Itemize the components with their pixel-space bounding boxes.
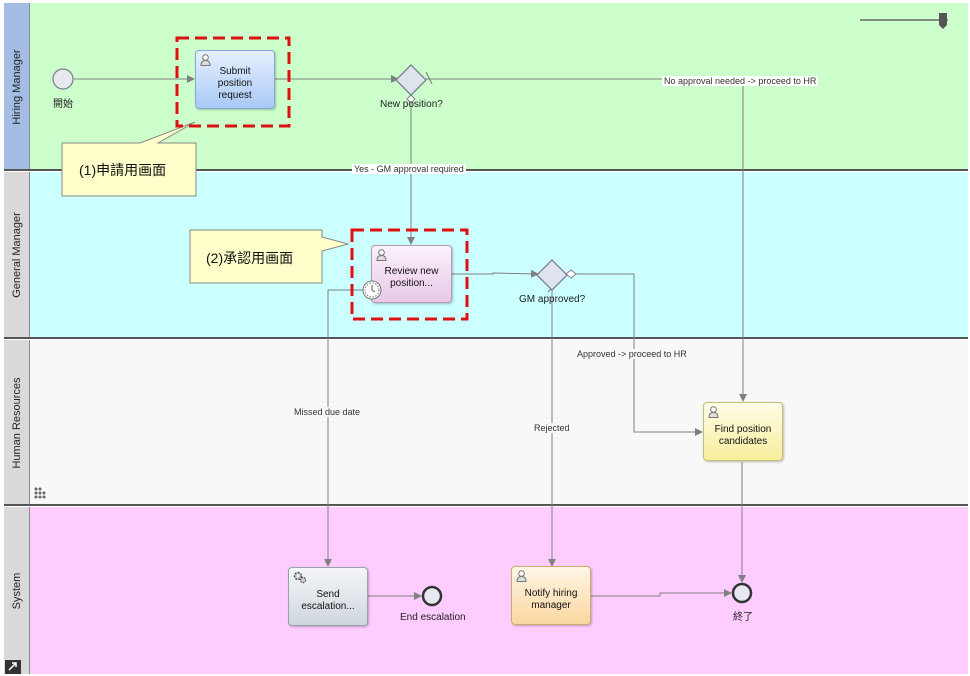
lane-header-hiring-manager[interactable]: Hiring Manager (4, 3, 30, 170)
task-label: Find position candidates (714, 423, 772, 447)
gateway-gm-approved (536, 259, 568, 291)
lane-header-general-manager[interactable]: General Manager (4, 172, 30, 338)
lane-header-system[interactable]: System (4, 507, 30, 674)
gears-icon (293, 571, 307, 588)
callout-2-shape (189, 229, 350, 284)
conditional-flow-marker (406, 94, 416, 104)
drag-dots-icon (34, 487, 46, 499)
default-flow-marker (425, 71, 433, 85)
lane-header-human-resources[interactable]: Human Resources (4, 340, 30, 505)
lane-hiring-manager: Hiring Manager (4, 3, 968, 170)
flow-label-yes-gm: Yes - GM approval required (352, 164, 466, 174)
flow-label-missed: Missed due date (292, 407, 363, 417)
user-icon (516, 570, 527, 586)
task-submit-position-request[interactable]: Submit position request (195, 50, 275, 109)
flow-missed (324, 289, 363, 567)
gateway-new-position-label: New position? (380, 99, 443, 110)
callout-1-text: (1)申請用画面 (79, 162, 167, 178)
lane-system: System (4, 507, 968, 674)
zoom-slider-icon (860, 13, 948, 29)
task-label: Submit position request (217, 65, 253, 101)
end-event-label: 終了 (733, 612, 753, 623)
flow-label-approved: Approved -> proceed to HR (575, 349, 689, 359)
gateway-gm-approved-label: GM approved? (519, 294, 586, 305)
lane-divider (4, 169, 968, 171)
task-find-position-candidates[interactable]: Find position candidates (703, 402, 783, 461)
lane-divider (4, 504, 968, 506)
timer-icon[interactable] (361, 279, 383, 301)
user-icon (376, 249, 387, 265)
start-event (52, 68, 74, 90)
expand-icon (5, 660, 21, 674)
task-review-new-position[interactable]: Review new position... (371, 245, 452, 303)
callout-1-shape (61, 121, 197, 197)
flow-review-to-gateway (452, 269, 539, 278)
highlight-box-review (350, 228, 469, 321)
flow-label-rejected: Rejected (532, 423, 572, 433)
task-send-escalation[interactable]: Send escalation... (288, 567, 368, 626)
highlight-box-submit (175, 36, 291, 128)
flow-label-no-approval: No approval needed -> proceed to HR (662, 76, 819, 86)
lane-general-manager: General Manager (4, 172, 968, 338)
user-icon (200, 54, 211, 70)
lane-human-resources: Human Resources (4, 340, 968, 505)
end-escalation-label: End escalation (400, 612, 466, 623)
callout-2-text: (2)承認用画面 (206, 250, 294, 266)
task-label: Review new position... (384, 266, 439, 289)
gateway-new-position (395, 64, 427, 96)
end-escalation-event (421, 585, 443, 607)
task-label: Send escalation... (301, 588, 355, 612)
task-notify-hiring-manager[interactable]: Notify hiring manager (511, 566, 591, 625)
start-event-label: 開始 (53, 99, 73, 110)
end-event (731, 582, 753, 604)
flow-notify-to-end (591, 589, 732, 597)
lane-divider (4, 337, 968, 339)
task-label: Notify hiring manager (524, 587, 578, 611)
user-icon (708, 406, 719, 422)
conditional-flow-marker (565, 269, 577, 279)
